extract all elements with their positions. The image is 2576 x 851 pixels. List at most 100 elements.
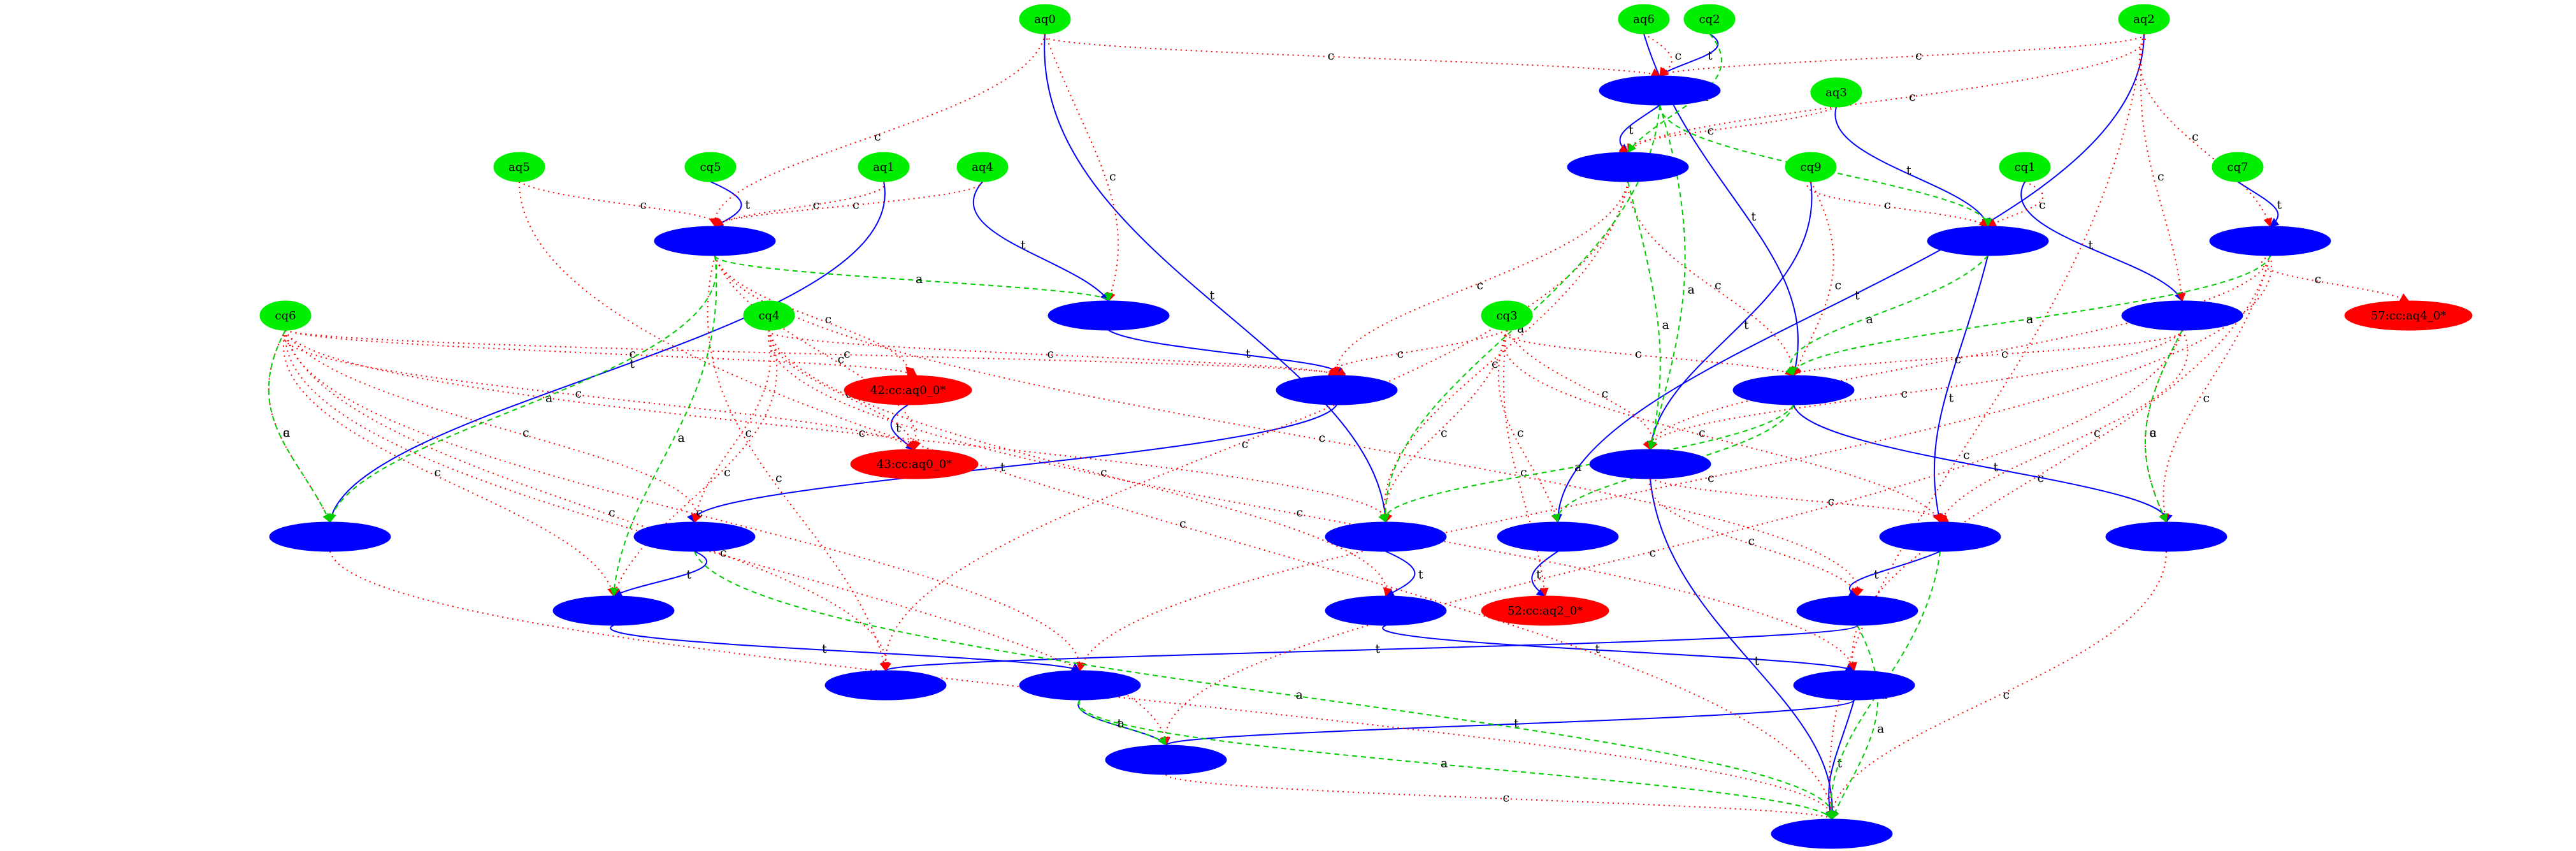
edge-cq6-b13 [285, 330, 1393, 523]
node-b18 [1325, 595, 1447, 626]
node-shape-aq5 [493, 152, 545, 182]
edge-label-b10-b19: c [1748, 534, 1755, 548]
edge-cq9-b9 [1792, 181, 1834, 377]
node-shape-aq4 [956, 152, 1009, 182]
node-label-aq3: aq3 [1825, 86, 1847, 99]
edge-label-cq4-b17: c [724, 465, 731, 479]
edge-label-b22-b24: t [1838, 757, 1843, 771]
edge-label-aq0-b1: c [1328, 48, 1335, 62]
node-shape-cq5 [684, 152, 737, 182]
node-shape-aq6 [1618, 4, 1670, 34]
edge-label-r2-r3: t [896, 421, 901, 435]
edge-label-b23-b24: c [1503, 791, 1510, 805]
node-shape-b12 [633, 521, 756, 552]
edge-b12-b17 [612, 551, 708, 597]
edge-aq0-b1 [1042, 33, 1661, 76]
node-label-r4: 52:cc:aq2_0* [1507, 604, 1583, 618]
node-cq6: cq6 [259, 300, 312, 331]
edge-b14-r4 [1531, 551, 1558, 597]
edge-label-b3-b17: a [678, 431, 685, 445]
node-shape-b13 [1325, 521, 1447, 552]
node-r1: 57:cc:aq4_0* [2344, 300, 2473, 331]
edge-aq4-b3 [710, 181, 983, 228]
edge-label-b21-b23: t [1118, 716, 1123, 731]
edge-label-b5-b22: c [2038, 471, 2045, 485]
node-shape-b7 [1047, 300, 1170, 331]
edge-label-cq1-b4: c [2039, 198, 2046, 212]
node-shape-b20 [824, 670, 947, 701]
edge-b5-b22 [1848, 255, 2271, 672]
edge-b3-r2 [714, 255, 914, 377]
edge-label-b3-r3: c [838, 352, 845, 366]
node-shape-b11 [269, 521, 391, 552]
edge-label-cq4-b12: c [745, 426, 752, 440]
node-label-aq4: aq4 [972, 161, 993, 174]
edge-label-cq4-b8: c [1047, 347, 1054, 361]
node-shape-b3 [654, 226, 776, 256]
node-aq2: aq2 [2118, 4, 2170, 34]
edge-label-aq2-b2: c [1909, 90, 1916, 104]
node-cq9: cq9 [1785, 152, 1837, 182]
node-r3: 43:cc:aq0_0* [850, 449, 979, 479]
edge-label-b1-b10: a [1688, 282, 1695, 296]
edge-b9-b13 [1378, 404, 1794, 523]
edge-label-aq1-b3: c [813, 198, 820, 212]
node-aq0: aq0 [1019, 4, 1071, 34]
edge-b22-b24 [1825, 699, 1855, 820]
edge-label-aq0-b3: c [874, 129, 881, 143]
node-shape-b23 [1105, 745, 1227, 775]
edge-b15-b19 [1848, 551, 1941, 597]
node-shape-b14 [1497, 521, 1619, 552]
node-b2 [1567, 152, 1689, 182]
edge-label-aq4-b7: t [1021, 238, 1026, 252]
edge-label-b3-b7: a [916, 272, 923, 286]
node-shape-cq3 [1481, 300, 1533, 331]
edge-cq3-b8 [1327, 330, 1507, 376]
edge-label-cq3-b15: c [1699, 426, 1706, 440]
edge-aq2-b6 [2140, 33, 2186, 302]
edge-b2-b9 [1627, 181, 1798, 377]
edge-aq0-b7 [1044, 33, 1119, 302]
edge-label-cq9-b10: t [1744, 318, 1749, 332]
edge-aq2-b24 [1826, 33, 2145, 820]
node-aq5: aq5 [493, 152, 545, 182]
node-label-r2: 42:cc:aq0_0* [870, 384, 946, 397]
edge-label-aq5-b3: c [640, 198, 647, 212]
edge-label-cq6-b11: a [283, 426, 290, 440]
edge-b2-b13 [1379, 181, 1629, 523]
node-label-aq6: aq6 [1633, 13, 1655, 26]
edge-b5-b16 [2160, 255, 2271, 523]
node-b19 [1796, 595, 1918, 626]
edge-cq1-b6 [2020, 181, 2183, 302]
edge-label-cq3-b10: c [1602, 387, 1609, 401]
edge-label-cq6-b11: c [283, 426, 290, 440]
node-shape-b17 [552, 595, 675, 626]
node-b1 [1599, 75, 1721, 106]
edge-b2-b8 [1331, 181, 1629, 377]
edge-cq3-r4 [1502, 330, 1549, 597]
node-shape-b6 [2121, 300, 2243, 331]
edge-label-b10-b24: t [1755, 654, 1760, 668]
node-label-cq3: cq3 [1496, 309, 1517, 323]
node-b24 [1771, 818, 1893, 849]
node-shape-cq4 [743, 300, 795, 331]
node-shape-aq0 [1019, 4, 1071, 34]
edge-b7-b8 [1108, 330, 1346, 376]
edge-cq6-b8 [285, 330, 1346, 376]
edge-label-aq2-b24: c [1963, 448, 1970, 462]
edge-cq6-b21 [285, 330, 1085, 672]
node-shape-b21 [1019, 670, 1141, 701]
edge-b22-b23 [1162, 699, 1855, 746]
node-shape-cq9 [1785, 152, 1837, 182]
edge-label-b2-b20: c [1242, 437, 1249, 451]
edge-b15-b24 [1826, 551, 1941, 820]
edge-b8-b12 [687, 404, 1337, 523]
edge-label-cq6-b17: c [435, 465, 442, 479]
edge-label-cq2-b1: t [1708, 48, 1713, 62]
edge-label-b5-b21: c [1708, 471, 1715, 485]
edge-b4-b9 [1785, 255, 1989, 377]
edge-aq2-b14 [1553, 33, 2145, 523]
edge-b1-b10 [1648, 105, 1686, 451]
